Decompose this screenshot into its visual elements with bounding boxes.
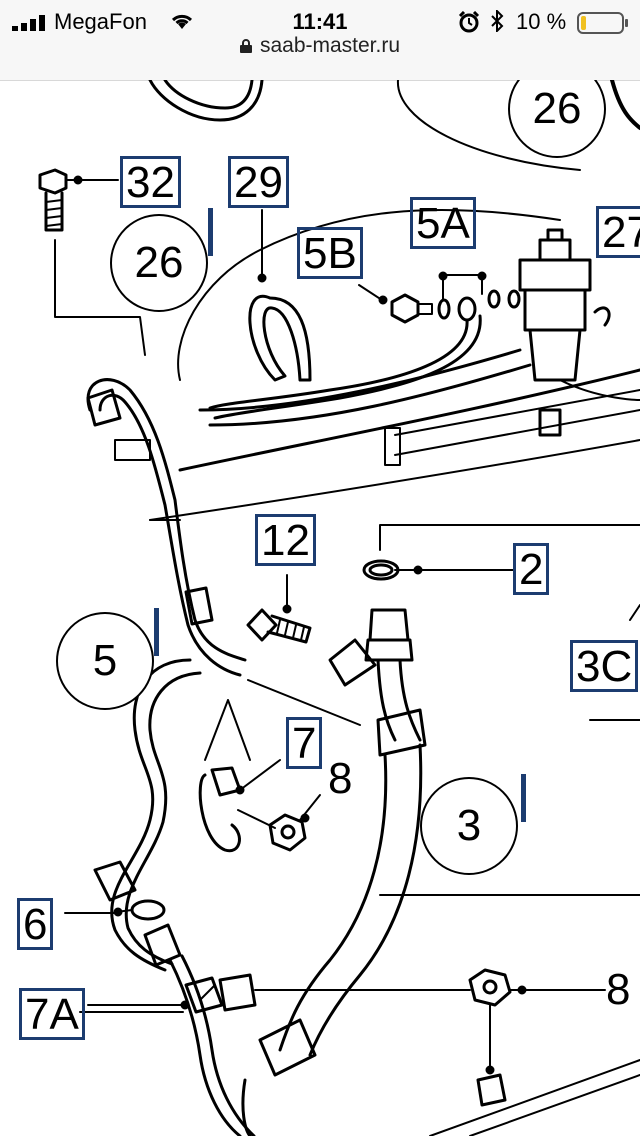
part-label-29[interactable]: 29 xyxy=(228,156,289,208)
part-label-7[interactable]: 7 xyxy=(286,717,323,769)
alarm-icon xyxy=(458,11,480,33)
circled-label-26-top: 26 xyxy=(508,80,606,158)
marker-bar xyxy=(208,208,213,256)
part-label-5B[interactable]: 5B xyxy=(297,227,363,279)
part-label-2[interactable]: 2 xyxy=(513,543,550,595)
url-text: saab-master.ru xyxy=(259,34,401,57)
battery-percentage: 10 % xyxy=(516,9,567,34)
clock-time: 11:41 xyxy=(292,9,348,34)
circled-label-26: 26 xyxy=(110,214,208,312)
wifi-icon xyxy=(171,14,193,29)
carrier-name: MegaFon xyxy=(54,9,147,34)
battery-icon xyxy=(577,12,628,34)
parts-diagram: 32 29 5A 5B 27 12 2 3C 7 6 7A 8 8 26 26 … xyxy=(0,80,640,1136)
marker-bar xyxy=(521,774,526,822)
bluetooth-icon xyxy=(491,10,504,32)
signal-icon xyxy=(12,15,45,31)
circled-label-3: 3 xyxy=(420,777,518,875)
part-label-27[interactable]: 27 xyxy=(596,206,640,258)
part-label-5A[interactable]: 5A xyxy=(410,197,476,249)
lock-icon xyxy=(239,39,252,53)
address-bar[interactable]: saab-master.ru xyxy=(0,34,640,62)
status-bar: MegaFon 11:41 10 % saab-master.ru xyxy=(0,0,640,81)
part-label-12[interactable]: 12 xyxy=(255,514,316,566)
part-label-6[interactable]: 6 xyxy=(17,898,54,950)
part-label-32[interactable]: 32 xyxy=(120,156,181,208)
part-label-3C[interactable]: 3C xyxy=(570,640,639,692)
part-label-7A[interactable]: 7A xyxy=(19,988,85,1040)
circled-label-5: 5 xyxy=(56,612,154,710)
diagram-drawing xyxy=(38,80,640,1136)
part-label-8-lower: 8 xyxy=(606,965,631,1014)
part-label-8-upper: 8 xyxy=(328,754,353,803)
marker-bar xyxy=(154,608,159,656)
